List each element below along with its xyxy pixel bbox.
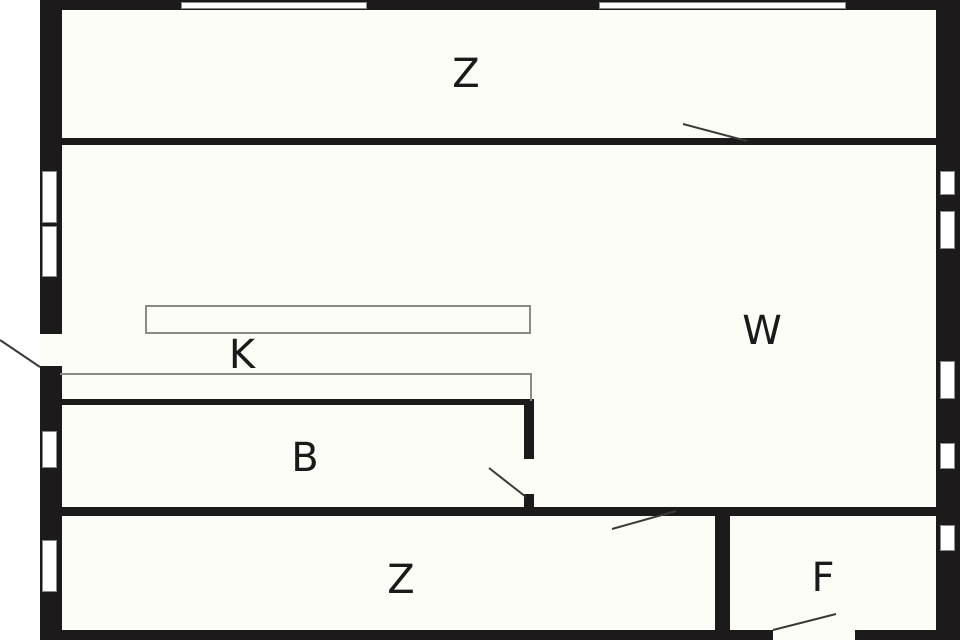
wall-bath-right-upper bbox=[524, 399, 534, 459]
wall-bottom-mid bbox=[676, 507, 755, 514]
room-label-k: K bbox=[228, 332, 258, 378]
wall-z-top-bottom-left bbox=[62, 138, 667, 145]
door-swing-left-kitchen bbox=[0, 339, 41, 368]
wall-z-f-divider bbox=[715, 514, 730, 630]
wall-kitchen-bath bbox=[62, 399, 532, 405]
window-right-3 bbox=[940, 361, 955, 399]
window-left-4 bbox=[42, 540, 57, 592]
window-top-left bbox=[181, 2, 367, 9]
window-right-2 bbox=[940, 211, 955, 249]
window-left-1 bbox=[42, 171, 57, 223]
room-label-z-top: Z bbox=[452, 51, 482, 97]
wall-bottom-right bbox=[884, 507, 936, 514]
window-left-2 bbox=[42, 226, 57, 277]
wall-bath-bottom bbox=[62, 507, 597, 514]
wall-z-top-bottom-right bbox=[747, 138, 936, 145]
room-label-z-bottom: Z bbox=[387, 557, 417, 603]
room-label-f: F bbox=[811, 555, 837, 601]
window-right-1 bbox=[940, 171, 955, 195]
wall-bath-right-lower bbox=[524, 494, 534, 508]
window-right-5 bbox=[940, 525, 955, 551]
room-f-foyer bbox=[730, 516, 936, 630]
window-top-right bbox=[599, 2, 846, 9]
window-left-3 bbox=[42, 431, 57, 468]
kitchen-counter-upper bbox=[145, 305, 531, 334]
door-gap-entrance bbox=[773, 630, 855, 640]
room-z-bottom bbox=[62, 516, 715, 630]
door-gap-left-kitchen bbox=[40, 334, 62, 366]
window-right-4 bbox=[940, 443, 955, 469]
room-label-w: W bbox=[742, 308, 784, 354]
room-label-b: B bbox=[291, 435, 321, 481]
room-z-top bbox=[62, 10, 936, 138]
kitchen-counter-lower bbox=[60, 373, 532, 401]
room-b-bath bbox=[62, 405, 524, 505]
